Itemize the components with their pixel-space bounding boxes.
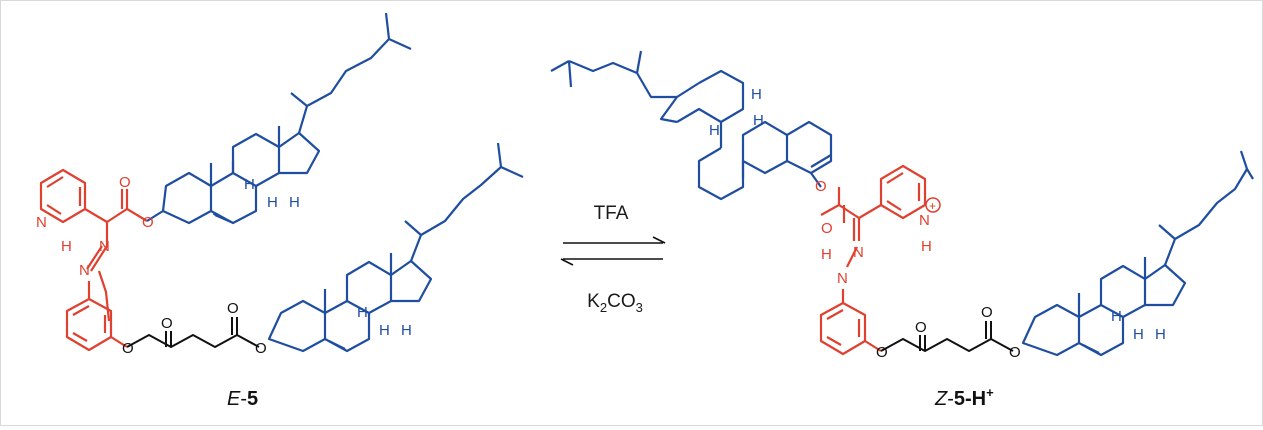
- h-atom-5: H: [379, 322, 390, 339]
- h-atom-r-pyh: H: [921, 238, 932, 255]
- n-atom-py: N: [36, 214, 47, 231]
- n-atom-1: N: [99, 238, 110, 255]
- h-atom-4: H: [357, 304, 368, 321]
- n-atom-r2: N: [837, 270, 848, 287]
- pyridine-hydrazone-core-left: [39, 168, 128, 322]
- molecule-z5h: H H H O O N H N N H +: [550, 50, 1254, 410]
- o-atom-4: O: [161, 315, 173, 332]
- label-z5h: Z-5-H+: [934, 385, 994, 410]
- n-atom-r1: N: [853, 244, 864, 261]
- h-atom-nh: H: [61, 238, 72, 255]
- positive-charge-icon: [925, 197, 941, 213]
- phenyl-ring-right: [819, 289, 882, 356]
- h-atom-1: H: [244, 176, 255, 193]
- lower-cholesteryl-right: [1021, 150, 1254, 357]
- forward-arrow: [563, 236, 666, 244]
- h-atom-r6: H: [1155, 326, 1166, 343]
- o-atom-r2: O: [821, 220, 833, 237]
- phenyl-ring-left: [65, 281, 128, 352]
- h-atom-6: H: [401, 322, 412, 339]
- h-atom-3: H: [289, 194, 300, 211]
- equilibrium-arrows: TFA K2CO3: [560, 203, 666, 315]
- h-atom-r5: H: [1133, 326, 1144, 343]
- upper-cholesteryl-right: [550, 50, 833, 201]
- o-atom-5: O: [227, 300, 239, 317]
- o-atom-r1: O: [815, 178, 827, 195]
- glutarate-linker-right: [880, 321, 1014, 352]
- n-atom-2: N: [79, 262, 90, 279]
- o-atom-6: O: [255, 340, 267, 357]
- charge-plus: +: [929, 199, 936, 213]
- h-atom-r3: H: [753, 112, 764, 129]
- o-atom-r4: O: [915, 319, 927, 336]
- label-e5: E-5: [227, 388, 258, 410]
- pyridinium-hydrazone-core-right: [820, 164, 927, 268]
- reverse-arrow: [560, 258, 663, 266]
- condition-forward: TFA: [594, 203, 629, 224]
- o-atom-r5: O: [981, 304, 993, 321]
- o-atom-r6: O: [1009, 344, 1021, 361]
- h-atom-r4: H: [1111, 308, 1122, 325]
- o-atom-r3: O: [876, 344, 888, 361]
- condition-reverse: K2CO3: [587, 291, 643, 315]
- lower-cholesteryl-left: [267, 142, 524, 353]
- o-atom-2: O: [142, 214, 154, 231]
- h-atom-r1: H: [751, 86, 762, 103]
- h-atom-2: H: [267, 194, 278, 211]
- molecule-e5: H H H O O N H N N: [36, 12, 524, 410]
- n-atom-r-py: N: [919, 212, 930, 229]
- glutarate-linker-left: [126, 317, 260, 348]
- h-atom-r2: H: [709, 122, 720, 139]
- upper-cholesteryl-left: [161, 12, 412, 225]
- h-atom-r-nh: H: [821, 246, 832, 263]
- o-atom-1: O: [119, 174, 131, 191]
- ester-link-upper-left: [120, 189, 148, 222]
- o-atom-3: O: [122, 340, 134, 357]
